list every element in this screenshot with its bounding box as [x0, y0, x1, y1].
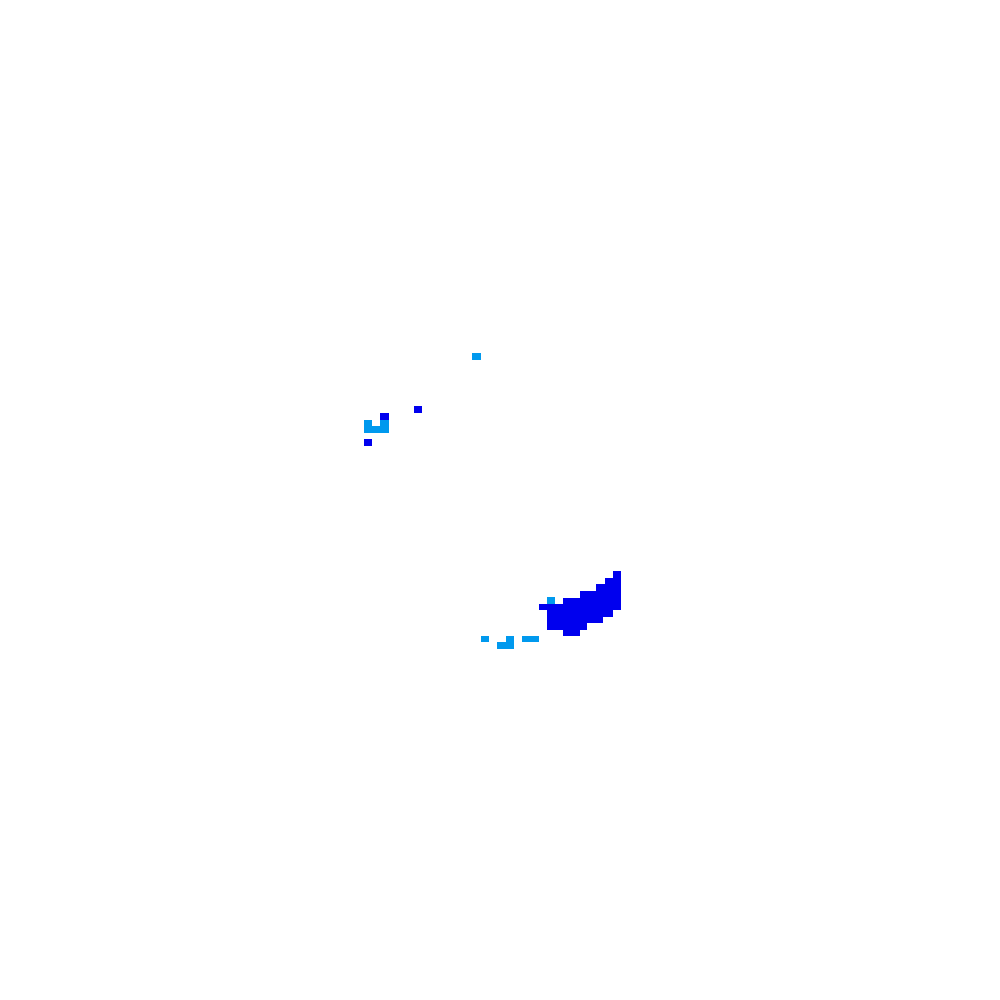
- pixel-layer: [364, 353, 621, 649]
- blob-pixel: [580, 591, 621, 598]
- blob-pixel: [613, 571, 621, 578]
- blob-pixel: [563, 630, 580, 636]
- blob-pixel: [547, 610, 613, 617]
- fragment-pixel: [522, 636, 539, 642]
- cluster-pixel: [364, 420, 372, 433]
- blob-pixel: [563, 598, 621, 604]
- isolated-pixel: [472, 353, 481, 360]
- blob-pixel: [547, 617, 603, 623]
- fragment-pixel: [497, 642, 514, 649]
- cluster-pixel: [364, 439, 372, 446]
- blob-edge-pixel: [547, 597, 555, 604]
- fragment-pixel: [481, 636, 489, 642]
- blob-pixel: [539, 604, 621, 610]
- blob-pixel: [596, 584, 621, 591]
- blob-pixel: [605, 578, 621, 584]
- cluster-pixel: [380, 420, 389, 433]
- cluster-pixel: [372, 426, 380, 433]
- cluster-pixel: [380, 413, 389, 420]
- blob-pixel: [547, 623, 587, 630]
- cluster-pixel: [414, 406, 422, 413]
